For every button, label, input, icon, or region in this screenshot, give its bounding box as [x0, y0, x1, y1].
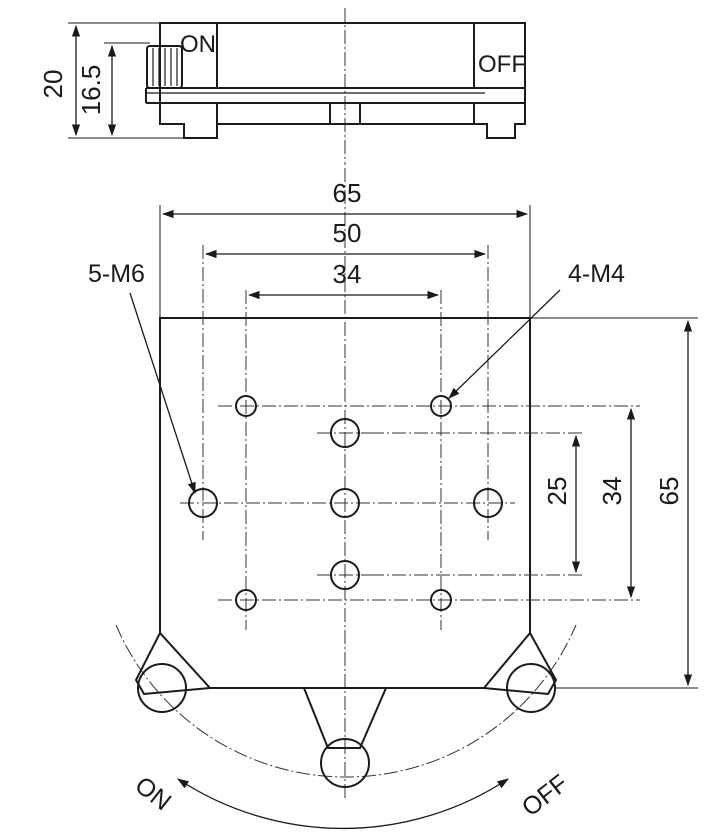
- dim-34h-text: 34: [333, 259, 362, 289]
- left-bracket: [134, 632, 211, 696]
- bottom-tab: [303, 687, 387, 749]
- m6-hole-icon: [330, 418, 360, 448]
- side-view: ON OFF 20 16.5: [38, 8, 526, 165]
- dim-65v-text: 65: [654, 477, 684, 506]
- dim-20-text: 20: [38, 70, 68, 99]
- knob-knurl: [152, 48, 178, 86]
- m6-hole-icon: [473, 488, 503, 518]
- m4-hole-icon: [235, 395, 257, 417]
- side-lower-section: [216, 102, 475, 125]
- dim-16-5-text: 16.5: [76, 65, 106, 116]
- callout-m4-text: 4-M4: [568, 260, 625, 288]
- rotation-on-label: ON: [130, 771, 177, 816]
- m6-holes: [188, 418, 503, 590]
- m4-hole-icon: [235, 589, 257, 611]
- dim-25v-text: 25: [542, 477, 572, 506]
- right-ball-icon: [506, 663, 556, 713]
- m6-hole-icon: [330, 560, 360, 590]
- side-body-outline: [159, 22, 526, 139]
- knob-icon: [146, 45, 183, 89]
- m4-hole-icon: [430, 395, 452, 417]
- m4-hole-icon: [430, 589, 452, 611]
- rotation-off-label: OFF: [517, 769, 574, 822]
- rotation-arc: [115, 624, 577, 778]
- callout-m6-text: 5-M6: [88, 260, 145, 288]
- dim-65h-text: 65: [333, 178, 362, 208]
- dim-50h-text: 50: [333, 218, 362, 248]
- side-off-label: OFF: [478, 51, 526, 78]
- top-view: 65 50 34 25 34 65 5-M6 4-M4 ON OFF: [88, 168, 698, 830]
- hole-center-lines: [180, 245, 640, 630]
- left-ball-icon: [137, 663, 187, 713]
- rotation-arrow: [177, 778, 509, 830]
- m6-hole-icon: [188, 488, 218, 518]
- m6-hole-icon: [330, 488, 360, 518]
- m4-holes: [235, 395, 452, 611]
- side-on-label: ON: [180, 31, 216, 58]
- dim-34v-text: 34: [597, 477, 627, 506]
- callout-m4-leader: [448, 289, 561, 399]
- right-bracket: [483, 632, 558, 696]
- callout-m6-leader: [129, 292, 196, 495]
